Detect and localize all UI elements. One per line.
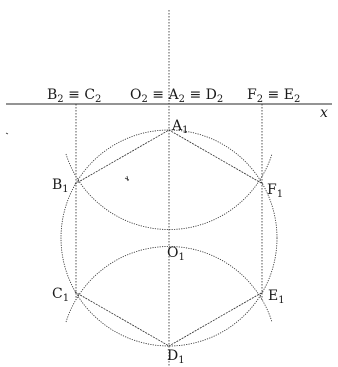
label-o1: O1: [167, 245, 185, 263]
label-f1: F1: [267, 182, 283, 200]
label-b1: B1: [52, 177, 69, 195]
label-d1: D1: [167, 348, 185, 366]
arc-from-a1: [65, 153, 273, 230]
label-axis-x: x: [320, 105, 328, 121]
label-a1: A1: [171, 118, 189, 136]
main-circle: [60, 129, 278, 347]
hexagon-edges-lower: [74, 291, 264, 347]
label-f2-e2: F2 ≡ E2: [247, 87, 300, 105]
label-c1: C1: [52, 286, 69, 304]
stray-tick: [5, 132, 9, 135]
arc-from-d1: [65, 246, 273, 323]
label-b2-c2: B2 ≡ C2: [47, 87, 101, 105]
hexagon-edges: [74, 129, 264, 185]
label-o2-a2-d2: O2 ≡ A2 ≡ D2: [130, 87, 223, 105]
label-e1: E1: [268, 288, 285, 306]
stray-mark: [124, 175, 130, 182]
